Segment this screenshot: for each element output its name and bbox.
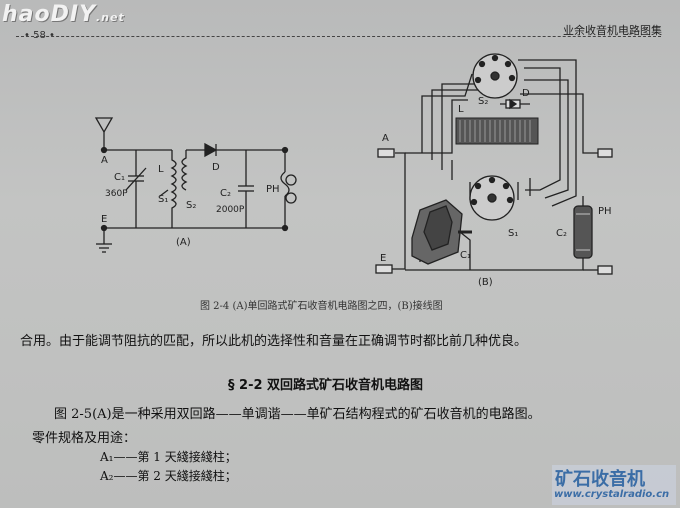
label-c1-value: 360P [105, 189, 128, 199]
page-number: • 58 • [24, 30, 55, 41]
label-l: L [158, 164, 164, 175]
body-paragraph: 合用。由于能调节阻抗的匹配，所以此机的选择性和音量在正确调节时都比前几种优良。 [20, 334, 528, 349]
coil-l [455, 117, 539, 145]
terminal-posts [375, 148, 613, 275]
label-s1: S₁ [158, 194, 168, 205]
running-title: 业余收音机电路图集 [563, 24, 662, 37]
watermark-logo: haoDIY.net [2, 2, 125, 27]
parts-heading: 零件规格及用途： [32, 431, 137, 446]
b-label-a: A [382, 133, 389, 144]
b-label-s2: S₂ [478, 96, 488, 107]
switch-s2 [472, 53, 518, 99]
antenna-icon [94, 117, 114, 134]
b-label-s1: S₁ [508, 228, 518, 239]
panel-b-label: (B) [478, 277, 493, 288]
schematic-a [94, 117, 297, 253]
terminal-ph-top-post [597, 148, 613, 158]
figure-caption: 图 2-4 (A)单回路式矿石收音机电路图之四，(B)接线图 [200, 301, 443, 312]
b-label-l: L [458, 104, 464, 115]
label-c1: C₁ [114, 172, 125, 183]
section-heading: § 2-2 双回路式矿石收音机电路图 [228, 378, 424, 393]
a-terminal-a: A [101, 155, 108, 166]
b-label-d: D [522, 88, 530, 99]
wiring-b [392, 59, 598, 271]
label-ph: PH [266, 184, 280, 195]
label-d: D [212, 162, 220, 173]
a-terminal-e: E [101, 214, 107, 225]
parts-list-item: A₁——第 1 天綫接綫柱； [100, 450, 237, 464]
circuit-figure: A E C₁ 360P L S₁ S₂ D C₂ 2000P PH (A) [94, 53, 613, 288]
parts-list-item: A₂——第 2 天綫接綫柱； [100, 469, 237, 483]
terminal-ph-bottom-post [597, 265, 613, 275]
site-logo-url: www.crystalradio.cn [554, 489, 670, 500]
site-logo: 矿石收音机 www.crystalradio.cn [552, 465, 676, 505]
site-logo-name: 矿石收音机 [555, 469, 645, 490]
switch-s1 [469, 175, 515, 221]
capacitor-c2 [573, 205, 593, 259]
header-rule [16, 36, 661, 38]
b-label-c2: C₂ [556, 228, 567, 239]
b-label-ph: PH [598, 206, 612, 217]
terminal-e-post [375, 264, 393, 274]
label-c2: C₂ [220, 188, 231, 199]
capacitor-c1 [411, 199, 472, 265]
terminal-a-post [377, 148, 395, 158]
body-paragraph: 图 2-5(A)是一种采用双回路——单调谐——单矿石结构程式的矿石收音机的电路图… [54, 407, 541, 422]
panel-a-label: (A) [176, 237, 191, 248]
label-c2-value: 2000P [216, 205, 245, 215]
diode-d [505, 98, 521, 110]
b-label-c1: C₁ [460, 250, 471, 261]
label-s2: S₂ [186, 200, 196, 211]
b-label-e: E [380, 253, 386, 264]
